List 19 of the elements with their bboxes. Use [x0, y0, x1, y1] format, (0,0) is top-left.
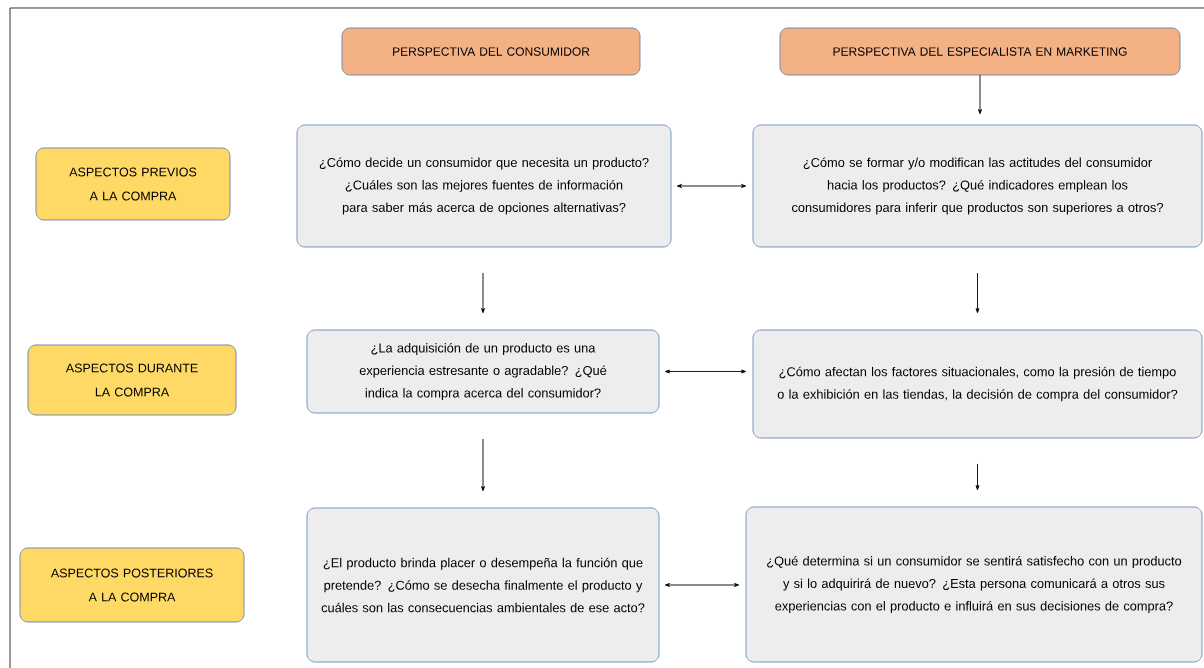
question-box: ¿Qué determina si un consumidor se sentirá satisfecho con un producto y si lo adquirirá de nuevo? ¿Esta persona comunicará a otros sus experiencias con el producto e influirá en sus decisiones de compra? — [745, 506, 1203, 663]
stage-box: ASPECTOS POSTERIORES A LA COMPRA — [19, 547, 245, 623]
arrow — [978, 74, 982, 115]
arrow — [664, 583, 740, 587]
question-box: ¿Cómo decide un consumidor que necesita un producto? ¿Cuáles son las mejores fuentes de información para saber más acerca de opciones alternativas? — [296, 124, 672, 248]
arrow — [481, 272, 485, 314]
header-box: PERSPECTIVA DEL CONSUMIDOR — [341, 27, 641, 76]
arrow — [676, 184, 747, 188]
question-box: ¿Cómo se formar y/o modifican las actitudes del consumidor hacia los productos? ¿Qué indicadores emplean los consumidores para inferir que productos son superiores a otros? — [752, 124, 1203, 248]
question-box: ¿El producto brinda placer o desempeña la función que pretende? ¿Cómo se desecha finalmente el producto y cuáles son las consecuencias ambientales de ese acto? — [306, 507, 660, 663]
question-box: ¿La adquisición de un producto es una experiencia estresante o agradable? ¿Qué indica la compra acerca del consumidor? — [306, 329, 660, 414]
arrow — [481, 438, 485, 492]
header-box: PERSPECTIVA DEL ESPECIALISTA EN MARKETING — [779, 27, 1181, 76]
arrow — [975, 463, 980, 491]
stage-box: ASPECTOS PREVIOS A LA COMPRA — [35, 147, 231, 221]
arrow — [975, 272, 980, 314]
arrow — [664, 369, 747, 374]
stage-box: ASPECTOS DURANTE LA COMPRA — [27, 344, 237, 416]
question-box: ¿Cómo afectan los factores situacionales, como la presión de tiempo o la exhibición en las tiendas, la decisión de compra del consumidor? — [752, 329, 1203, 439]
